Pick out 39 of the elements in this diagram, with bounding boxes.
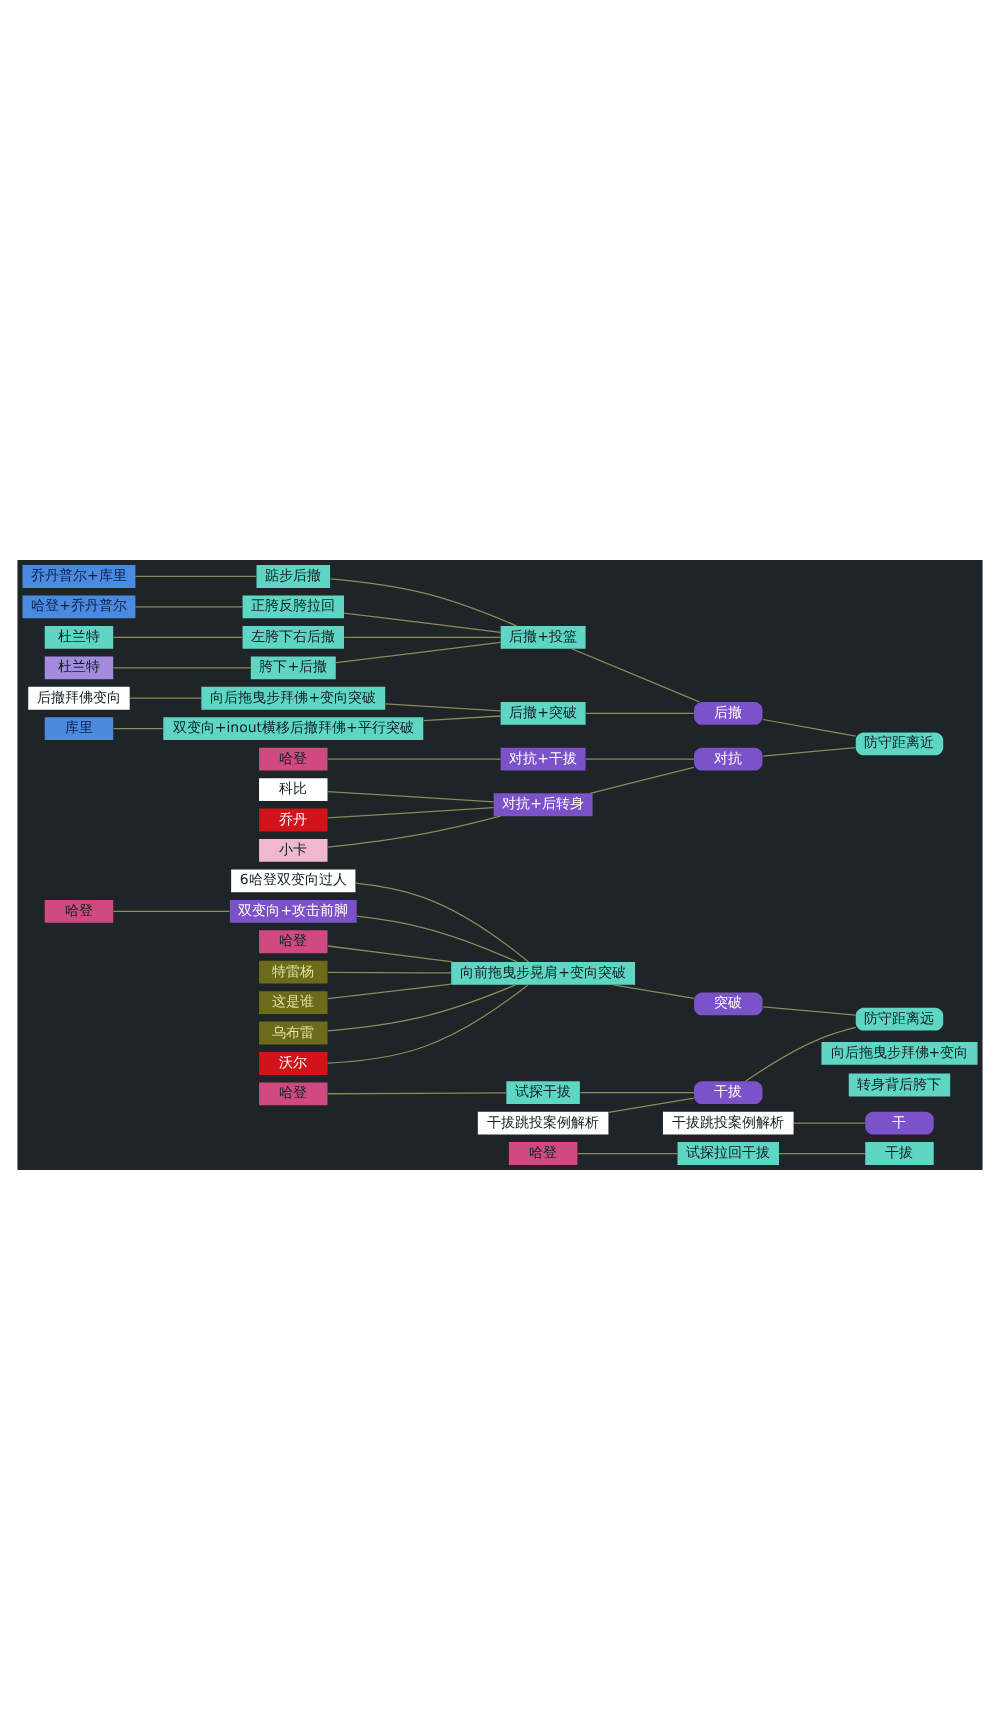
connector [327, 814, 502, 847]
connector [608, 1096, 695, 1112]
connector [423, 714, 502, 721]
connector [384, 702, 502, 711]
connector [134, 605, 243, 607]
connector [571, 647, 700, 702]
connector [762, 717, 857, 736]
connector [327, 757, 502, 759]
connector [793, 1121, 866, 1123]
connector [134, 574, 257, 577]
connector [356, 914, 518, 962]
connector [579, 1091, 695, 1093]
connector [327, 970, 452, 973]
connector [327, 983, 529, 1063]
connector [112, 666, 252, 668]
connector [327, 789, 495, 802]
connector [335, 640, 502, 663]
connector [343, 611, 502, 632]
connector [762, 746, 857, 756]
connector [129, 696, 202, 698]
connector [612, 983, 695, 998]
connector [585, 711, 695, 714]
connector [327, 944, 454, 962]
connector [354, 881, 529, 962]
connector [589, 765, 695, 793]
connector [327, 982, 452, 999]
connector [112, 635, 243, 637]
connector [778, 1151, 866, 1154]
connector [745, 1025, 857, 1081]
connector [585, 757, 695, 759]
connector [576, 1151, 678, 1154]
connector [329, 577, 518, 626]
connector [327, 806, 495, 818]
connector [343, 635, 502, 637]
connector [112, 727, 164, 729]
connector [112, 909, 231, 911]
connector [327, 983, 517, 1031]
connector [762, 1005, 857, 1015]
connector [327, 1091, 507, 1094]
